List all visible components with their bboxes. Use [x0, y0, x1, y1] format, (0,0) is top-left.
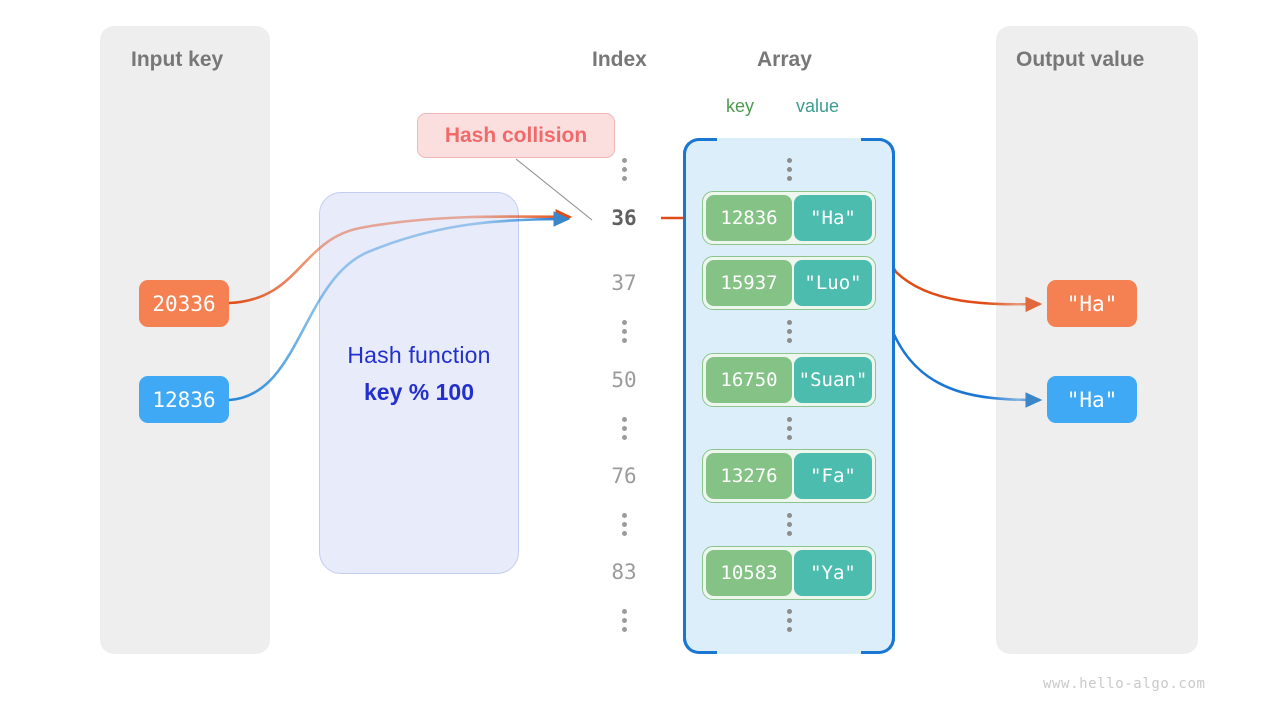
array-ellipsis [757, 320, 821, 347]
output-value-chip-1: "Ha" [1047, 280, 1137, 327]
array-bracket-bottom-right [861, 634, 895, 654]
array-bracket-top-right [861, 138, 895, 158]
array-ellipsis [757, 513, 821, 540]
array-entry-key: 10583 [706, 550, 792, 596]
array-column-header: Array [757, 48, 812, 71]
index-label-50: 50 [611, 368, 637, 392]
output-value-chip-2: "Ha" [1047, 376, 1137, 423]
index-label-83: 83 [611, 560, 637, 584]
index-ellipsis [592, 158, 656, 185]
watermark: www.hello-algo.com [1043, 676, 1206, 692]
input-key-chip-2: 12836 [139, 376, 229, 423]
index-ellipsis [592, 320, 656, 347]
array-entry: 15937"Luo" [702, 256, 876, 310]
input-key-panel [100, 26, 270, 654]
index-ellipsis [592, 417, 656, 444]
index-label-36: 36 [611, 206, 637, 230]
array-entry-key: 15937 [706, 260, 792, 306]
index-ellipsis [592, 609, 656, 636]
array-ellipsis [757, 417, 821, 444]
array-entry: 10583"Ya" [702, 546, 876, 600]
input-key-panel-title: Input key [131, 48, 224, 71]
index-label-37: 37 [611, 271, 637, 295]
output-value-panel [996, 26, 1198, 654]
index-label-76: 76 [611, 464, 637, 488]
key-subheader: key [726, 96, 755, 116]
array-entry-value: "Suan" [794, 357, 872, 403]
array-entry-value: "Fa" [794, 453, 872, 499]
array-entry: 13276"Fa" [702, 449, 876, 503]
index-column-header: Index [592, 48, 647, 71]
array-entry: 12836"Ha" [702, 191, 876, 245]
array-ellipsis [757, 609, 821, 636]
array-entry-key: 13276 [706, 453, 792, 499]
hash-collision-callout: Hash collision [417, 113, 615, 158]
hash-collision-label: Hash collision [444, 123, 588, 147]
input-key-chip-1: 20336 [139, 280, 229, 327]
array-bracket-top-left [683, 138, 717, 158]
array-bracket-bottom-left [683, 634, 717, 654]
array-entry-key: 12836 [706, 195, 792, 241]
value-subheader: value [796, 96, 840, 116]
array-ellipsis [757, 158, 821, 185]
array-entry-value: "Luo" [794, 260, 872, 306]
array-entry-value: "Ya" [794, 550, 872, 596]
array-entry: 16750"Suan" [702, 353, 876, 407]
hash-function-box [319, 192, 519, 574]
index-ellipsis [592, 513, 656, 540]
output-value-panel-title: Output value [1016, 48, 1145, 71]
array-entry-value: "Ha" [794, 195, 872, 241]
array-entry-key: 16750 [706, 357, 792, 403]
